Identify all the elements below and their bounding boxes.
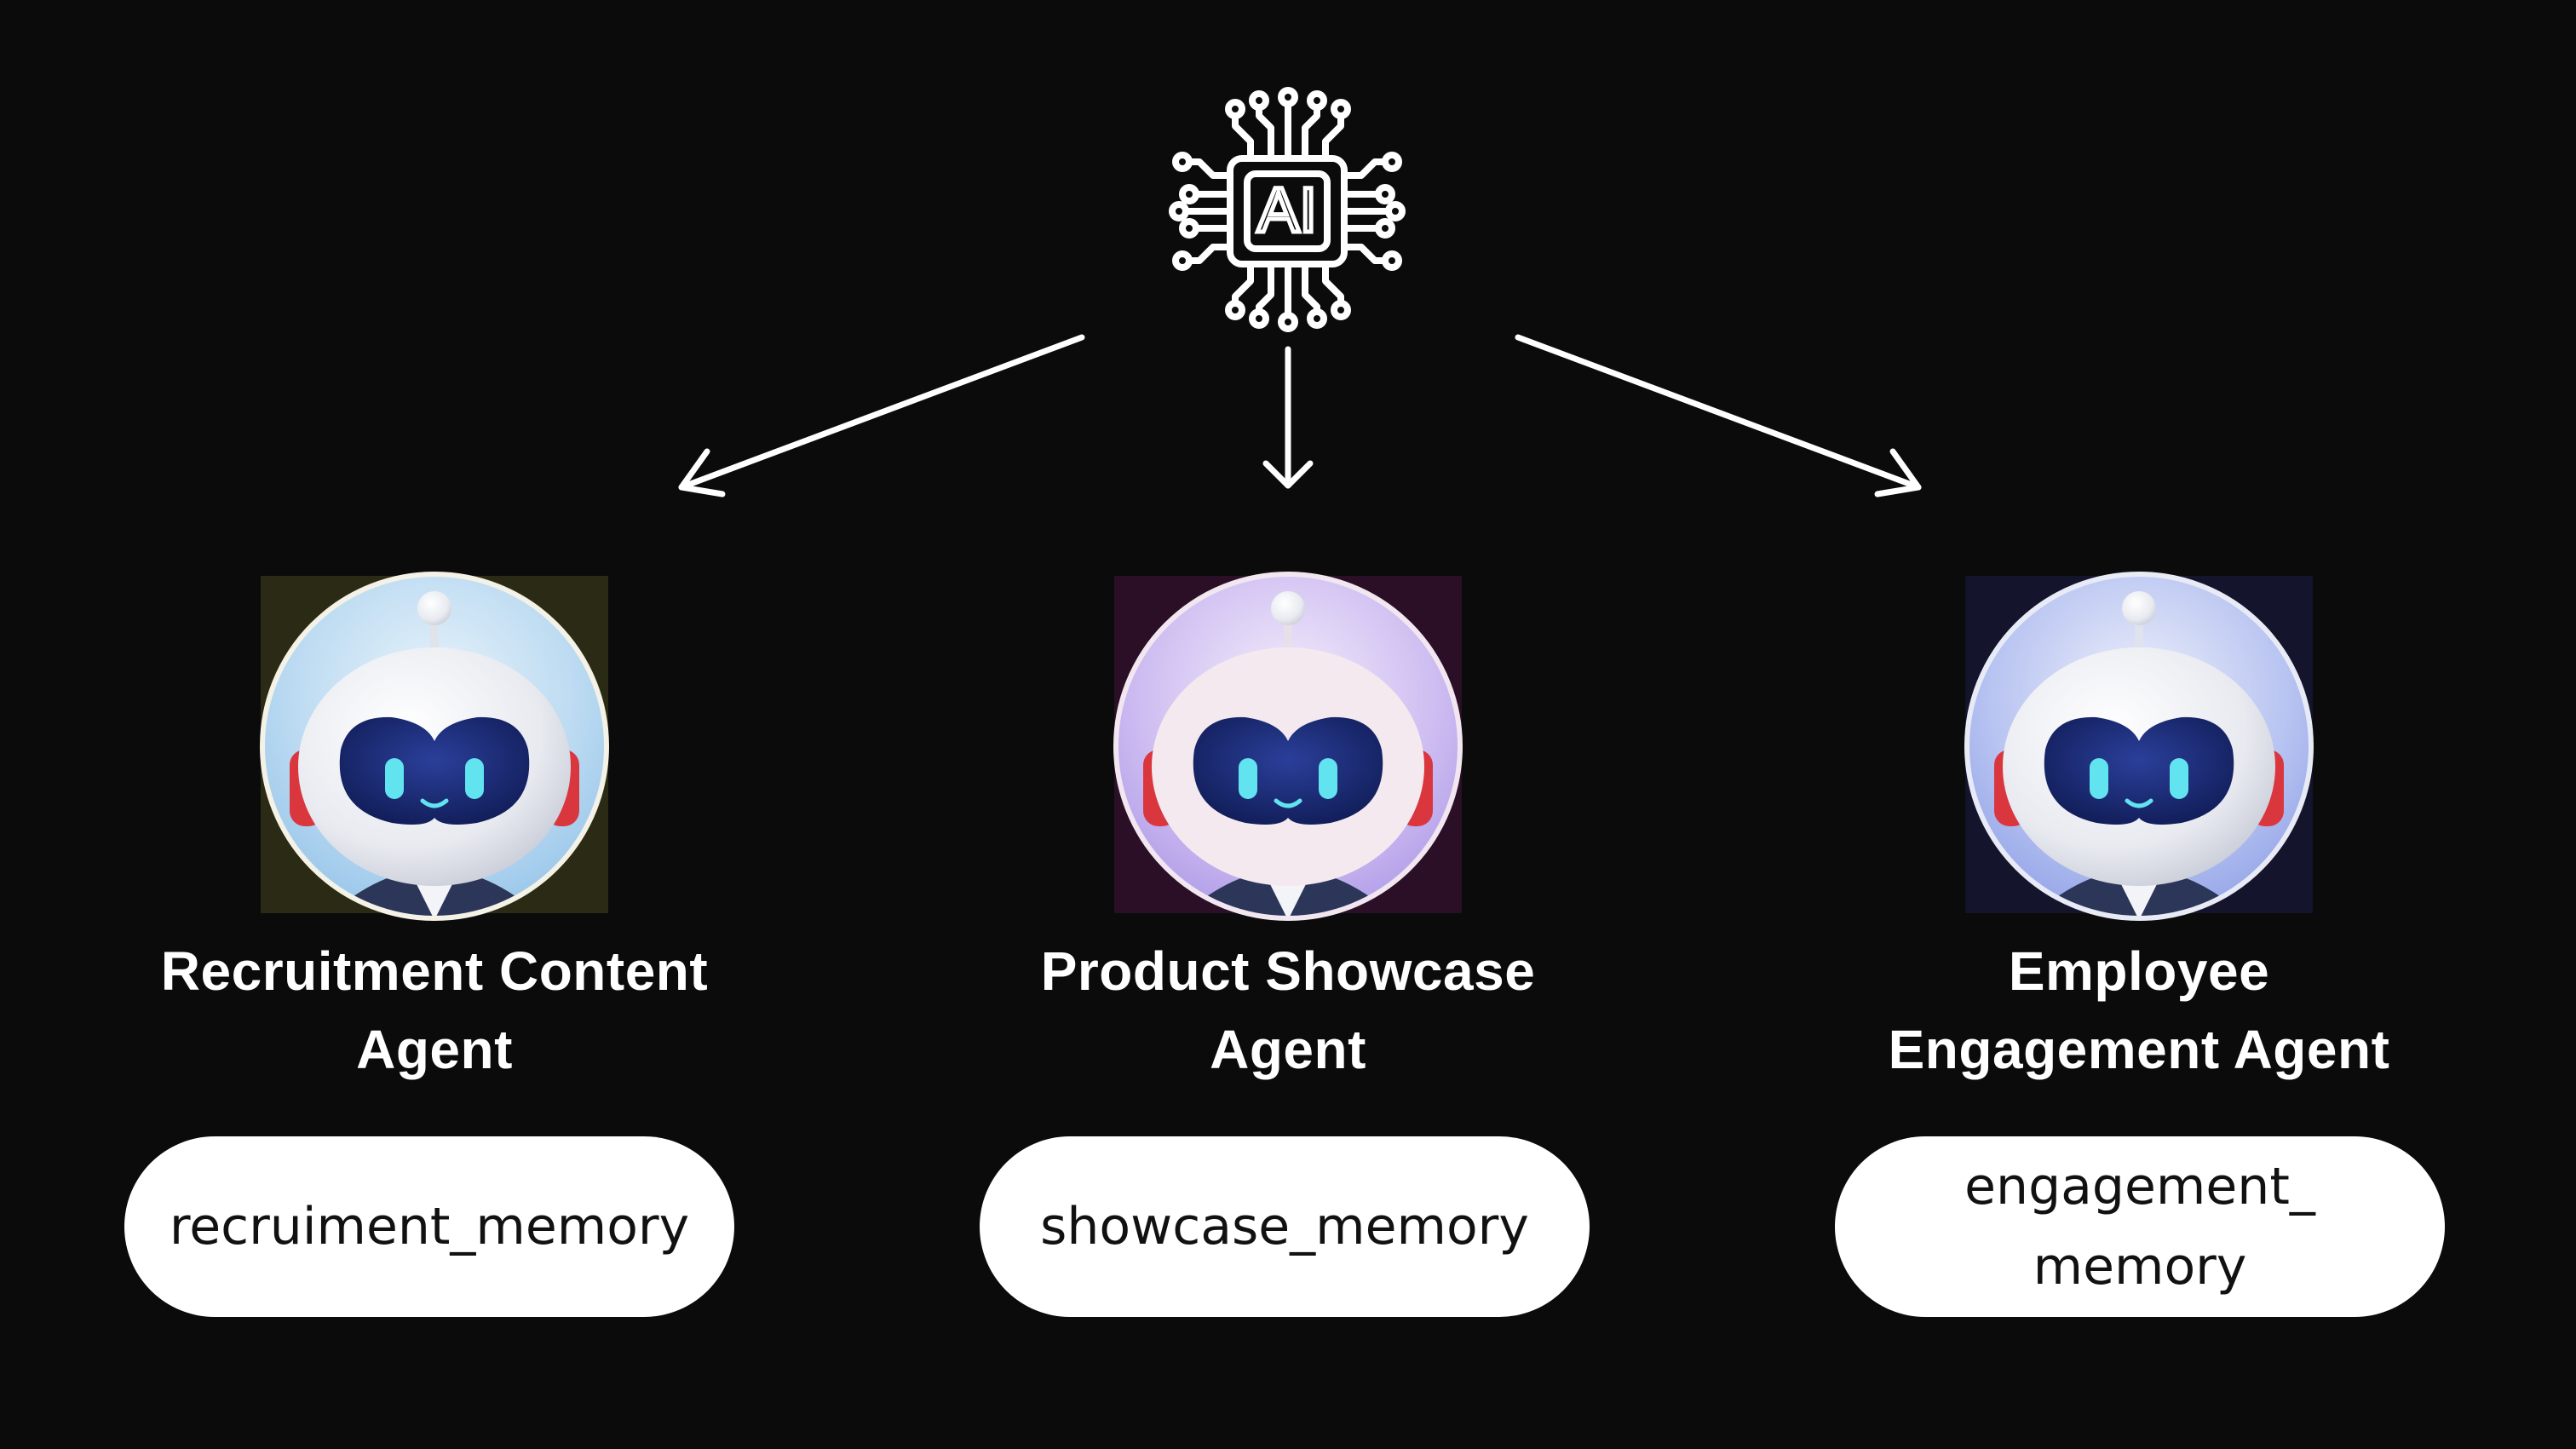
ai-chip-label: AI [1257, 175, 1317, 245]
robot-avatar-icon [260, 572, 609, 921]
agent-name-line: Engagement Agent [1888, 1019, 2390, 1080]
ai-chip-icon [1169, 87, 1406, 332]
robot-avatar-icon [1113, 572, 1463, 921]
memory-pill-recruitment: recruiment_memory [124, 1136, 734, 1317]
arrow-to-recruitment-agent [678, 334, 1085, 497]
agent-name-engagement: Employee Engagement Agent [1815, 932, 2463, 1089]
memory-label: recruiment_memory [169, 1197, 690, 1256]
arrow-to-engagement-agent [1515, 334, 1922, 497]
memory-label: showcase_memory [1040, 1197, 1529, 1256]
agent-name-recruitment: Recruitment Content Agent [111, 932, 758, 1089]
memory-pill-showcase: showcase_memory [980, 1136, 1590, 1317]
agent-name-line: Product Showcase [1040, 940, 1536, 1002]
arrow-to-showcase-agent [1262, 346, 1314, 489]
memory-label: engagement_memory [1964, 1157, 2315, 1297]
agent-name-showcase: Product Showcase Agent [964, 932, 1612, 1089]
agent-name-line: Agent [356, 1019, 513, 1080]
robot-avatar-icon [1964, 572, 2314, 921]
memory-pill-engagement: engagement_memory [1835, 1136, 2445, 1317]
agent-name-line: Recruitment Content [160, 940, 709, 1002]
agent-name-line: Agent [1210, 1019, 1366, 1080]
agent-name-line: Employee [2008, 940, 2270, 1002]
